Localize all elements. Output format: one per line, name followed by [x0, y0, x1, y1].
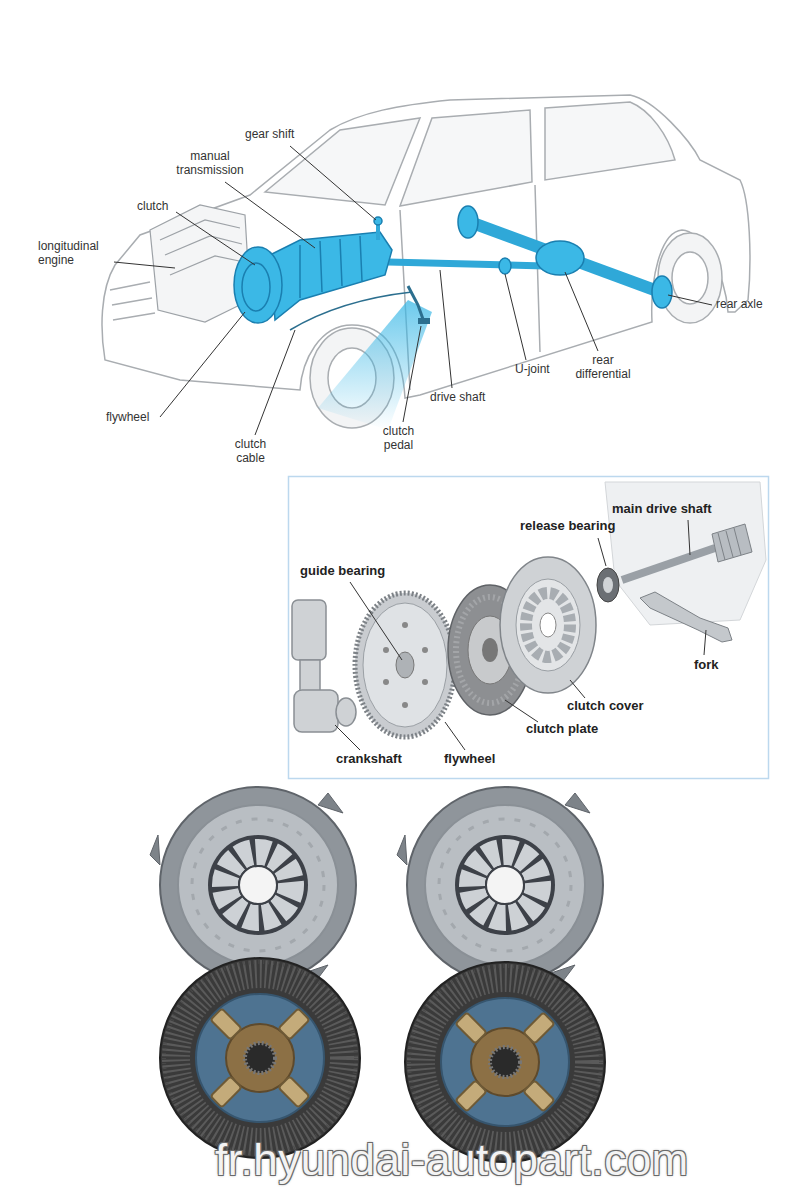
u-joint [499, 258, 511, 274]
engine [150, 205, 250, 322]
part-label: clutch plate [526, 722, 598, 737]
clutch-cover-photo [397, 787, 603, 985]
leader-line [598, 538, 606, 566]
door-line [400, 185, 540, 390]
leader-line [160, 312, 245, 417]
leader-line [290, 146, 376, 220]
flywheel [355, 593, 455, 737]
clutch-housing [234, 247, 282, 323]
leader-line [335, 725, 360, 750]
part-label: longitudinal engine [38, 240, 113, 268]
crank-web [292, 600, 326, 660]
leader-line [704, 630, 706, 655]
gear-shift-knob [374, 217, 382, 225]
panel-frame [289, 477, 769, 779]
car-outline [102, 95, 750, 428]
highlight-beam [318, 300, 432, 430]
axle-end [458, 206, 478, 238]
part-label: guide bearing [300, 564, 385, 579]
leader-line [225, 182, 315, 248]
main-drive-shaft [622, 524, 752, 580]
grille [110, 282, 155, 320]
part-label: clutch cover [567, 699, 644, 714]
leader-line [688, 520, 690, 555]
part-label: main drive shaft [612, 502, 712, 517]
clutch-disc-photo [405, 962, 605, 1162]
leader-line [114, 262, 175, 268]
transmission-housing [605, 482, 766, 625]
leader-line [445, 722, 465, 750]
part-label: fork [694, 658, 719, 673]
part-label: drive shaft [430, 391, 485, 405]
clutch-disc-photo [160, 958, 360, 1158]
axle-end [652, 276, 672, 308]
leader-line [440, 270, 452, 388]
clutch-pedal-pad [418, 318, 430, 324]
part-label: release bearing [520, 519, 615, 534]
part-label: gear shift [245, 128, 294, 142]
leader-line [565, 272, 598, 351]
gear-shift-lever [376, 224, 380, 240]
transmission [270, 232, 392, 320]
clutch-pedal [408, 286, 424, 322]
part-label: rear differential [568, 354, 638, 382]
leader-line [255, 330, 295, 435]
leader-line [668, 295, 712, 305]
rear-window [545, 102, 675, 180]
part-label: clutch cable [228, 438, 273, 466]
leader-line [505, 700, 538, 722]
part-label: manual transmission [170, 150, 250, 178]
release-bearing [597, 568, 619, 602]
leader-line [505, 274, 526, 360]
side-window [400, 110, 532, 206]
part-label: U-joint [515, 363, 550, 377]
fork [640, 592, 732, 642]
leader-line [176, 212, 255, 265]
engine-detail [160, 220, 244, 275]
part-label: flywheel [444, 752, 495, 767]
differential [536, 241, 584, 275]
leader-line [350, 582, 402, 660]
part-label: crankshaft [336, 752, 402, 767]
rear-axle [470, 222, 660, 292]
transmission-ribs [300, 236, 362, 298]
car-body [102, 95, 750, 398]
crankshaft [292, 600, 356, 732]
watermark: fr.hyundai-autopart.com [215, 1135, 689, 1186]
part-label: clutch [137, 200, 168, 214]
leader-lines [114, 146, 712, 435]
clutch-cable [290, 292, 412, 330]
leader-line [403, 326, 421, 422]
part-label: rear axle [716, 298, 763, 312]
drivetrain [234, 206, 672, 323]
engine-block [150, 205, 250, 322]
clutch-cover [500, 557, 596, 693]
part-label: flywheel [106, 411, 149, 425]
crank-web [294, 690, 338, 732]
clutch-cover-photo [150, 787, 356, 985]
part-label: clutch pedal [376, 425, 421, 453]
clutch-housing-detail [242, 263, 270, 311]
crank-end [336, 698, 356, 726]
leader-lines [335, 520, 706, 750]
drive-shaft [388, 262, 545, 266]
leader-line [570, 680, 585, 698]
rear-hub [672, 252, 708, 304]
